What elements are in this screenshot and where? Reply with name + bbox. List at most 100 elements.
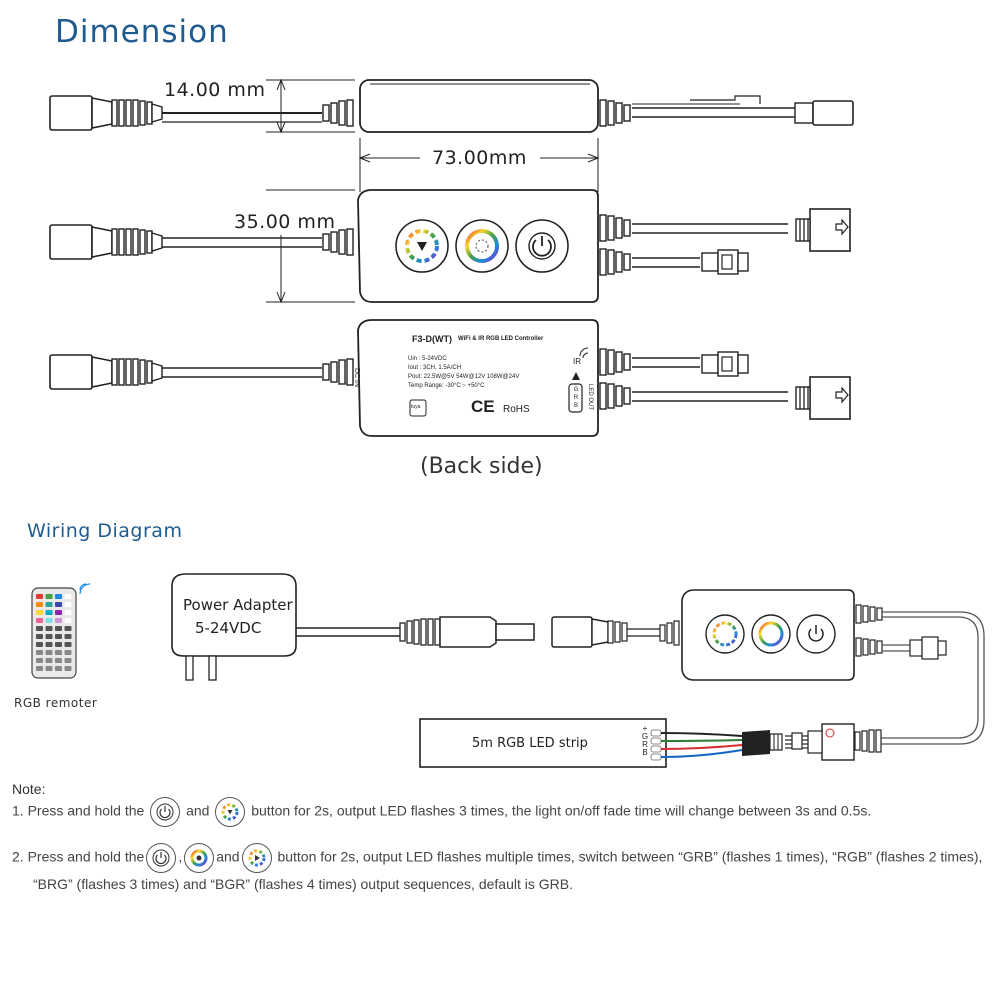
dimension-35mm bbox=[266, 189, 355, 304]
label-uin: Uin : 5-24VDC bbox=[408, 356, 447, 362]
remote-key bbox=[55, 650, 62, 655]
remote-key bbox=[36, 618, 43, 623]
dimension-heading: Dimension bbox=[55, 14, 229, 50]
remote-key bbox=[64, 658, 72, 663]
mode-icon bbox=[241, 843, 272, 873]
remote-key bbox=[45, 650, 53, 655]
controller-dc-jack bbox=[551, 616, 680, 648]
dimension-label-73mm: 73.00mm bbox=[432, 147, 527, 169]
label-pout: Pout: 22.5W@5V 54W@12V 108W@24V bbox=[408, 374, 520, 380]
remote-key bbox=[64, 626, 72, 631]
label-pins: G R B bbox=[572, 386, 580, 410]
label-tuya: tuya bbox=[411, 404, 421, 410]
remote-key bbox=[36, 626, 43, 631]
rgb-connector-set bbox=[742, 723, 882, 761]
note-1: 1. Press and hold the and button for 2s,… bbox=[12, 797, 992, 827]
remote-key bbox=[55, 626, 62, 631]
remote-key bbox=[64, 642, 72, 647]
note-2-text-a: 2. Press and hold the bbox=[12, 848, 145, 865]
label-temp: Temp Range: -30°C ~ +50°C bbox=[408, 383, 485, 389]
remote-key bbox=[36, 634, 43, 639]
color-wheel-icon bbox=[184, 843, 215, 873]
remote-key bbox=[36, 658, 43, 663]
dimension-14mm bbox=[266, 78, 355, 134]
top-view bbox=[49, 79, 854, 133]
power-icon bbox=[146, 843, 177, 873]
remote-key bbox=[64, 650, 72, 655]
label-ce: CE bbox=[471, 397, 495, 416]
remote-key bbox=[55, 618, 62, 623]
remote-key bbox=[45, 642, 53, 647]
remote-key bbox=[55, 634, 62, 639]
note-2-text-d: button for 2s, output LED flashes multip… bbox=[277, 848, 983, 865]
note-heading: Note: bbox=[12, 781, 46, 797]
remote-key bbox=[45, 658, 53, 663]
diagram-canvas bbox=[31, 78, 985, 768]
front-view bbox=[49, 189, 851, 303]
remote-key bbox=[45, 666, 53, 671]
strip-pin-labels: + G R B bbox=[640, 725, 650, 757]
adapter-label-2: 5-24VDC bbox=[195, 619, 262, 637]
remote-key bbox=[55, 666, 62, 671]
remote-key bbox=[64, 634, 72, 639]
remote-key bbox=[45, 626, 53, 631]
remote-key bbox=[55, 642, 62, 647]
label-title: WiFi & IR RGB LED Controller bbox=[458, 336, 544, 342]
label-model: F3-D(WT) bbox=[412, 334, 452, 344]
note-2-text-b: , bbox=[178, 848, 183, 865]
adapter-label-1: Power Adapter bbox=[183, 596, 293, 614]
remote-key bbox=[36, 666, 43, 671]
note-2-continued: “BRG” (flashes 3 times) and “BGR” (flash… bbox=[33, 876, 573, 892]
label-pin-b: B bbox=[573, 403, 578, 409]
remote-key bbox=[64, 610, 72, 615]
remote-label: RGB remoter bbox=[14, 696, 98, 710]
remote-key bbox=[55, 594, 62, 599]
remote-key bbox=[45, 634, 53, 639]
remote-key bbox=[36, 602, 43, 607]
power-adapter bbox=[171, 573, 535, 681]
led-strip bbox=[419, 718, 743, 768]
remote-key bbox=[45, 594, 53, 599]
label-pin-r: R bbox=[573, 395, 579, 401]
remote-key bbox=[55, 610, 62, 615]
remote-key bbox=[64, 602, 72, 607]
note-2: 2. Press and hold the , and button for 2… bbox=[12, 843, 997, 873]
note-1-text-b: and bbox=[186, 802, 210, 819]
label-dc-in: DC IN bbox=[353, 368, 360, 388]
label-ir: IR bbox=[573, 357, 581, 366]
strip-pin-plus: + bbox=[642, 724, 648, 733]
remote-key bbox=[64, 618, 72, 623]
dimension-73mm bbox=[358, 138, 600, 192]
remote-key bbox=[64, 594, 72, 599]
note-1-text-a: 1. Press and hold the bbox=[12, 802, 145, 819]
remote-key bbox=[36, 594, 43, 599]
label-led-out: LED OUT bbox=[587, 384, 593, 411]
wiring-diagram-heading: Wiring Diagram bbox=[27, 520, 183, 542]
note-1-text-c: button for 2s, output LED flashes 3 time… bbox=[251, 802, 872, 819]
strip-pin-g: G bbox=[641, 732, 649, 741]
remote-key bbox=[55, 602, 62, 607]
remote-key bbox=[36, 642, 43, 647]
remote-key bbox=[45, 610, 53, 615]
rgb-remote bbox=[31, 583, 91, 679]
strip-pin-r: R bbox=[642, 740, 648, 749]
note-2-text-c: and bbox=[216, 848, 240, 865]
controller-wiring bbox=[681, 589, 985, 745]
remote-key bbox=[64, 666, 72, 671]
remote-key bbox=[36, 650, 43, 655]
label-pin-g: G bbox=[573, 387, 579, 393]
remote-key bbox=[45, 618, 53, 623]
back-view bbox=[49, 319, 851, 437]
power-icon bbox=[150, 797, 181, 827]
mode-icon bbox=[215, 797, 246, 827]
label-rohs: RoHS bbox=[503, 404, 530, 415]
led-strip-label: 5m RGB LED strip bbox=[472, 736, 588, 751]
dimension-label-35mm: 35.00 mm bbox=[234, 211, 336, 233]
back-side-caption: (Back side) bbox=[420, 454, 543, 479]
remote-key bbox=[36, 610, 43, 615]
remote-key bbox=[55, 658, 62, 663]
strip-pin-b: B bbox=[642, 748, 648, 757]
remote-key bbox=[45, 602, 53, 607]
dimension-label-14mm: 14.00 mm bbox=[164, 79, 266, 101]
label-iout: Iout : 3CH, 1.5A/CH bbox=[408, 365, 462, 371]
